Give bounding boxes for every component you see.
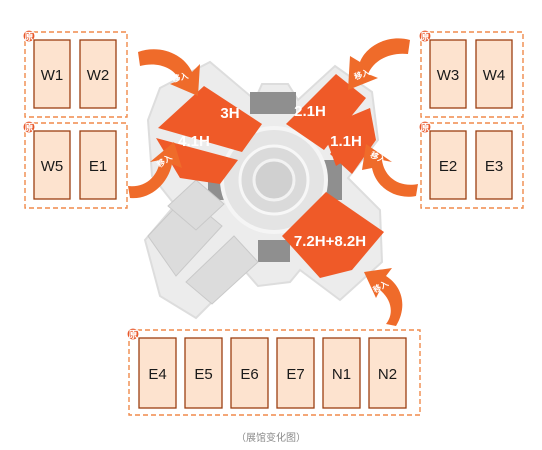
hall-cell-e7-label: E7	[286, 366, 304, 383]
original-badge	[22, 120, 36, 134]
original-badge-text: 原	[420, 32, 429, 42]
hall-cell-e5-label: E5	[194, 366, 212, 383]
hall-cell-w3-label: W3	[437, 67, 460, 84]
hall-2-1h-label: 2.1H	[294, 103, 326, 120]
original-badge	[22, 29, 36, 43]
hall-cell-n2	[368, 337, 407, 409]
hall-3h-label: 3H	[220, 105, 239, 122]
hall-7-2h-8-2h-label: 7.2H+8.2H	[294, 233, 366, 250]
hall-cell-e1	[79, 130, 117, 200]
moved-in-label: 移入	[171, 70, 189, 84]
connector-bottom	[258, 240, 290, 262]
group-bottom-border	[128, 329, 421, 416]
group-top-right: 原 W3 W4	[418, 29, 524, 118]
hall-4-1h-label: 4.1H	[178, 133, 210, 150]
hall-top-right-inner: 1.1H	[322, 108, 376, 174]
connector-top	[250, 92, 296, 114]
curved-arrow-icon	[348, 38, 410, 90]
hall-cell-e2	[429, 130, 467, 200]
hall-cell-w2	[79, 39, 117, 109]
group-top-left-border	[24, 31, 128, 118]
group-mid-left-border	[24, 122, 128, 209]
hall-cell-w4	[475, 39, 513, 109]
grey-hall-inner	[185, 235, 259, 305]
group-top-right-border	[420, 31, 524, 118]
hall-cell-e1-label: E1	[89, 158, 107, 175]
hall-cell-w5	[33, 130, 71, 200]
arrow-moved-in-mid-left: 移入	[128, 142, 182, 199]
hall-cell-e4	[138, 337, 177, 409]
hall-top-left-outer: 3H	[158, 86, 262, 152]
arrow-moved-in-top-left: 移入	[138, 49, 200, 96]
hall-1-1h-label: 1.1H	[330, 133, 362, 150]
curved-arrow-icon	[364, 268, 403, 326]
hall-bottom-right: 7.2H+8.2H	[282, 192, 384, 278]
group-bottom: 原 E4 E5 E6 E7 N1 N2	[126, 327, 421, 416]
grey-halls-bottom-left	[147, 179, 259, 305]
original-badge-text: 原	[128, 330, 137, 340]
group-mid-left: 原 W5 E1	[22, 120, 128, 209]
arrow-moved-in-bottom: 移入	[364, 268, 403, 326]
hall-cell-e7	[276, 337, 315, 409]
hall-cell-n1	[322, 337, 361, 409]
hall-top-left-inner: 4.1H	[156, 133, 238, 184]
group-top-left: 原 W1 W2	[22, 29, 128, 118]
hall-cell-e2-label: E2	[439, 158, 457, 175]
hall-cell-n1-label: N1	[332, 366, 351, 383]
diagram-caption: （展馆变化图）	[236, 433, 306, 444]
hall-cell-w4-label: W4	[483, 67, 506, 84]
hall-cell-e5	[184, 337, 223, 409]
grey-hall-top	[167, 179, 225, 231]
original-badge	[418, 29, 432, 43]
hall-cell-w1	[33, 39, 71, 109]
arrow-moved-in-mid-right: 移入	[362, 144, 418, 197]
original-badge-text: 原	[24, 32, 33, 42]
hall-cell-e6	[230, 337, 269, 409]
hall-cell-w5-label: W5	[41, 158, 64, 175]
central-hub-core	[252, 158, 296, 202]
original-badge-text: 原	[420, 123, 429, 133]
hall-cell-w1-label: W1	[41, 67, 64, 84]
hall-cell-e3	[475, 130, 513, 200]
arrow-moved-in-top-right: 移入	[348, 38, 410, 90]
group-mid-right-border	[420, 122, 524, 209]
hall-cell-e4-label: E4	[148, 366, 166, 383]
hall-cell-e6-label: E6	[240, 366, 258, 383]
curved-arrow-icon	[128, 142, 182, 199]
group-mid-right: 原 E2 E3	[418, 120, 524, 209]
original-badge	[418, 120, 432, 134]
original-badge-text: 原	[24, 123, 33, 133]
hall-cell-n2-label: N2	[378, 366, 397, 383]
curved-arrow-icon	[138, 49, 200, 96]
curved-arrow-icon	[362, 144, 418, 197]
hall-cell-w3	[429, 39, 467, 109]
hall-cell-w2-label: W2	[87, 67, 110, 84]
hall-top-right-outer: 2.1H	[286, 74, 366, 150]
original-badge	[126, 327, 140, 341]
hall-cell-e3-label: E3	[485, 158, 503, 175]
